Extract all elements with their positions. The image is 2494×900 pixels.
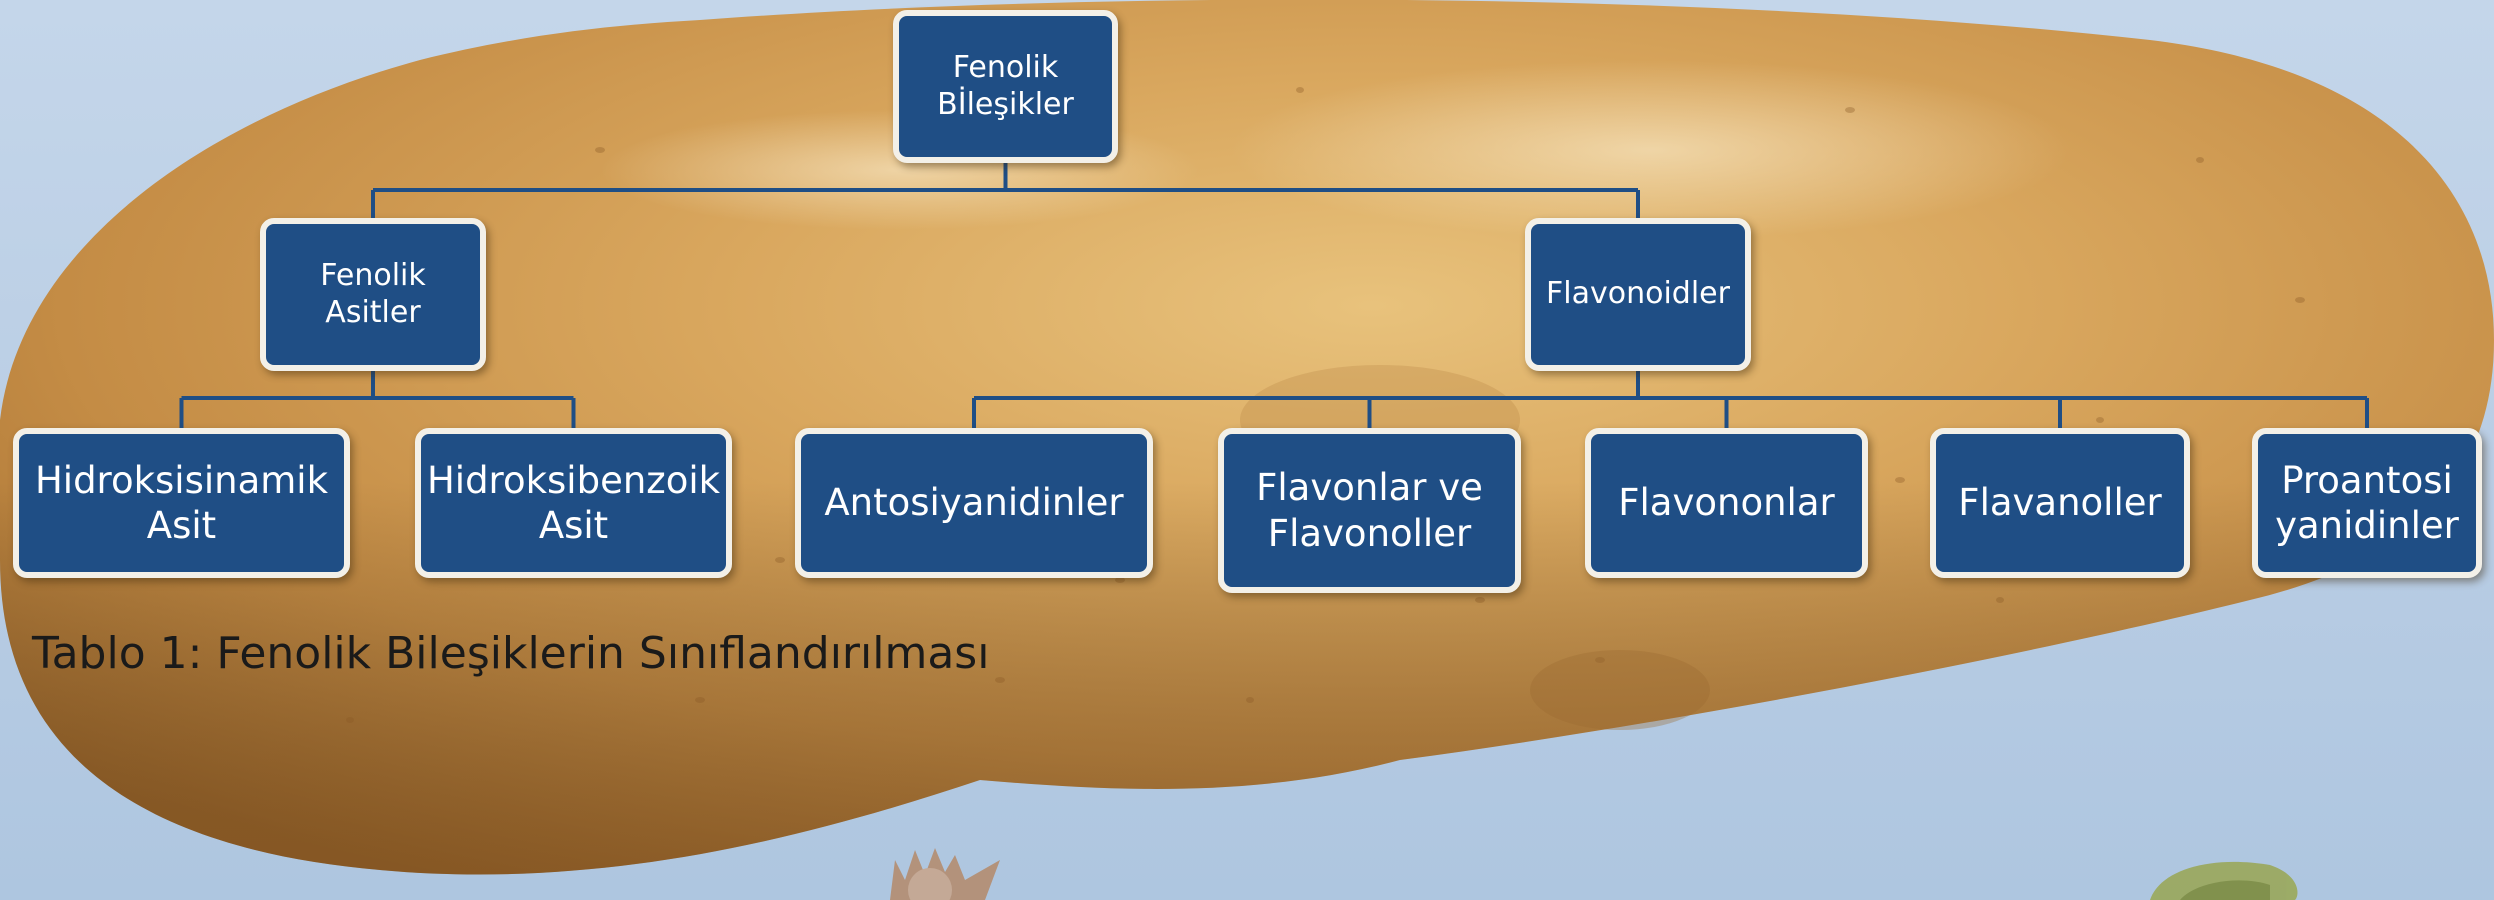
- leaf-node-1-1-label: Flavonlar ve Flavonoller: [1256, 465, 1483, 555]
- leaf-node-1-4: Proantosi yanidinler: [2252, 428, 2482, 578]
- leaf-node-1-3: Flavanoller: [1930, 428, 2190, 578]
- leaf-node-0-1-label: Hidroksibenzoik Asit: [427, 458, 720, 548]
- leaf-node-0-1: Hidroksibenzoik Asit: [415, 428, 732, 578]
- leaf-node-0-0: Hidroksisinamik Asit: [13, 428, 350, 578]
- leaf-node-0-0-label: Hidroksisinamik Asit: [35, 458, 328, 548]
- root-node-label: Fenolik Bİleşikler: [937, 50, 1074, 123]
- leaf-node-1-4-label: Proantosi yanidinler: [2275, 458, 2459, 548]
- leaf-node-1-3-label: Flavanoller: [1958, 480, 2161, 525]
- diagram-caption: Tablo 1: Fenolik Bileşiklerin Sınıflandı…: [32, 628, 989, 679]
- branch-node-1-label: Flavonoidler: [1546, 276, 1730, 313]
- root-node: Fenolik Bİleşikler: [893, 10, 1118, 163]
- leaf-node-1-2-label: Flavononlar: [1618, 480, 1834, 525]
- leaf-node-1-0-label: Antosiyanidinler: [824, 480, 1123, 525]
- branch-node-0-label: Fenolik Asitler: [320, 258, 425, 331]
- leaf-node-1-1: Flavonlar ve Flavonoller: [1218, 428, 1521, 593]
- branch-node-0: Fenolik Asitler: [260, 218, 486, 371]
- leaf-node-1-0: Antosiyanidinler: [795, 428, 1153, 578]
- branch-node-1: Flavonoidler: [1525, 218, 1751, 371]
- leaf-node-1-2: Flavononlar: [1585, 428, 1868, 578]
